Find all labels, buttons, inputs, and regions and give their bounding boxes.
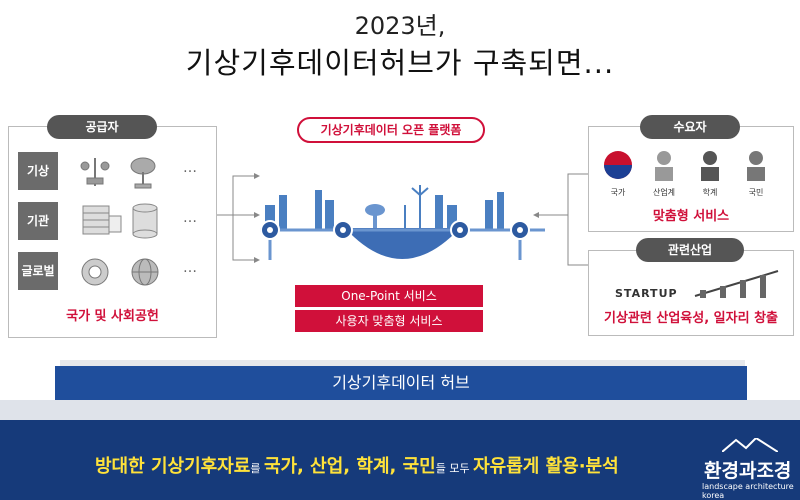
growth-chart-icon bbox=[694, 270, 779, 298]
logo-mountain-icon bbox=[722, 438, 778, 452]
radar-dish-icon bbox=[130, 157, 156, 189]
hub-bar: 기상기후데이터 허브 bbox=[55, 366, 747, 400]
bottom-part3: 국가, 산업, 학계, 국민 bbox=[263, 456, 436, 477]
supplier-ellipsis-2: … bbox=[183, 210, 197, 226]
watermark-logo-subtext: landscape architecture korea bbox=[702, 482, 794, 500]
citizen-person-icon bbox=[747, 151, 765, 181]
consumers-footer: 맞춤형 서비스 bbox=[652, 209, 730, 224]
consumer-item-industry: 산업계 bbox=[652, 188, 676, 197]
supplier-row-weather: 기상 bbox=[18, 152, 58, 190]
supplier-icons bbox=[80, 157, 159, 286]
supplier-arrows bbox=[217, 173, 260, 263]
industry-label: 관련산업 bbox=[636, 238, 744, 262]
globe-icon bbox=[131, 258, 159, 286]
industry-panel bbox=[588, 250, 794, 336]
supplier-ellipsis-3: … bbox=[183, 260, 197, 276]
service-custom: 사용자 맞춤형 서비스 bbox=[295, 310, 483, 332]
supplier-row-agency: 기관 bbox=[18, 202, 58, 240]
supplier-row-global: 글로벌 bbox=[18, 252, 58, 290]
consumer-item-nation: 국가 bbox=[610, 188, 626, 197]
server-icon bbox=[82, 205, 122, 235]
bottom-part2: 를 bbox=[250, 462, 264, 475]
watermark-logo-text: 환경과조경 bbox=[704, 460, 792, 482]
industry-worker-icon bbox=[655, 151, 673, 181]
weather-station-icon bbox=[80, 158, 110, 186]
suppliers-footer: 국가 및 사회공헌 bbox=[66, 309, 159, 324]
consumers-label: 수요자 bbox=[640, 115, 740, 139]
bottom-message: 방대한 기상기후자료를 국가, 산업, 학계, 국민들 모두 자유롭게 활용·분… bbox=[95, 452, 619, 478]
page-title: 기상기후데이터허브가 구축되면... bbox=[185, 46, 615, 80]
platform-illustration bbox=[260, 185, 545, 260]
service-one-point: One-Point 서비스 bbox=[295, 285, 483, 307]
suppliers-label: 공급자 bbox=[47, 115, 157, 139]
bottom-banner bbox=[0, 420, 800, 500]
globe-gear-icon bbox=[81, 258, 109, 286]
title-year: 2023년, bbox=[354, 12, 446, 40]
academic-person-icon bbox=[701, 151, 719, 181]
consumer-item-academia: 학계 bbox=[702, 188, 718, 197]
ocean-illustration bbox=[345, 228, 460, 259]
bottom-part4: 들 모두 bbox=[435, 462, 474, 475]
wind-turbine-icon bbox=[404, 185, 429, 230]
platform-label: 기상기후데이터 오픈 플랫폼 bbox=[297, 117, 485, 143]
government-emblem-icon bbox=[604, 151, 632, 179]
industry-footer: 기상관련 산업육성, 일자리 창출 bbox=[604, 311, 778, 326]
consumer-arrows bbox=[533, 173, 588, 266]
bottom-part1: 방대한 기상기후자료 bbox=[95, 456, 251, 477]
consumer-item-public: 국민 bbox=[748, 188, 764, 197]
satellite-dish-icon bbox=[365, 204, 385, 230]
database-icon bbox=[132, 203, 158, 239]
consumer-icons bbox=[604, 151, 765, 181]
bottom-part5: 자유롭게 활용·분석 bbox=[473, 456, 619, 477]
startup-text: STARTUP bbox=[615, 287, 678, 300]
supplier-ellipsis-1: … bbox=[183, 160, 197, 176]
city-skyline-icon bbox=[265, 190, 504, 230]
